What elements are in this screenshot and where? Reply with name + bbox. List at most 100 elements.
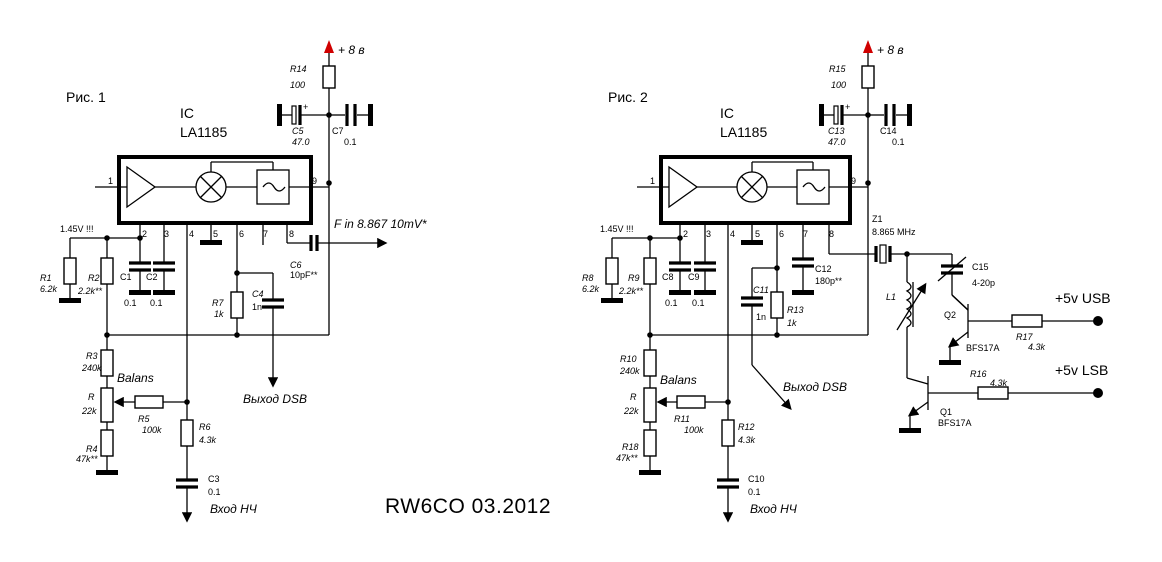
fig2-c11-label: C11 [753, 285, 769, 295]
fig1-lf-in: Вход НЧ [210, 502, 258, 516]
fig1-supply-arrow-icon [324, 40, 334, 53]
fig2-c14-label: C14 [880, 126, 897, 136]
fig1-dsb-out: Выход DSB [243, 392, 307, 406]
fig1-c3-label: C3 [208, 474, 220, 484]
fig1-ic-body [117, 155, 313, 225]
fig1-c1-label: C1 [120, 272, 132, 282]
fig2-title: Рис. 2 [608, 89, 648, 105]
svg-text:9: 9 [851, 176, 856, 186]
fig2-r17-label: R17 [1016, 332, 1034, 342]
fig2-r11-value: 100k [684, 425, 704, 435]
svg-text:3: 3 [164, 229, 169, 239]
svg-text:+: + [303, 102, 308, 112]
fig2-q2-label: Q2 [944, 310, 956, 320]
fig2-supply-label: + 8 в [877, 43, 904, 57]
fig2-dsb-out: Выход DSB [783, 380, 847, 394]
fig1-c2-value: 0.1 [150, 298, 163, 308]
svg-text:9: 9 [312, 176, 317, 186]
fig2-r-label: R [630, 392, 637, 402]
fig2-lsb-label: +5v LSB [1055, 362, 1108, 378]
fig1-c7-value: 0.1 [344, 137, 357, 147]
svg-text:1: 1 [650, 176, 655, 186]
fig1-out-note: F in 8.867 10mV* [334, 217, 427, 231]
fig2-r18-label: R18 [622, 442, 639, 452]
fig2-l1-label: L1 [886, 292, 896, 302]
figure-2: Рис. 2 IC LA1185 + 8 в R15 100 + C13 47.… [582, 40, 1111, 523]
fig2-ic-name: IC [720, 105, 734, 121]
svg-text:4: 4 [189, 229, 194, 239]
fig1-r14-label: R14 [290, 64, 307, 74]
fig1-ic-name: IC [180, 105, 194, 121]
fig2-z1-label: Z1 [872, 214, 883, 224]
fig1-r4-label: R4 [86, 444, 98, 454]
fig1-c3-value: 0.1 [208, 487, 221, 497]
fig2-supply-arrow-icon [863, 40, 873, 53]
svg-text:2: 2 [142, 229, 147, 239]
fig2-c13-label: C13 [828, 126, 845, 136]
fig2-c14-value: 0.1 [892, 137, 905, 147]
fig1-c5-label: C5 [292, 126, 304, 136]
fig2-c11-value: 1n [756, 312, 766, 322]
svg-text:8: 8 [289, 229, 294, 239]
fig2-c12-label: C12 [815, 264, 832, 274]
fig2-r15-value: 100 [831, 80, 846, 90]
svg-text:1: 1 [108, 176, 113, 186]
svg-text:6: 6 [779, 229, 784, 239]
fig2-r15-label: R15 [829, 64, 847, 74]
fig2-c10-label: C10 [748, 474, 765, 484]
fig2-r12-label: R12 [738, 422, 755, 432]
fig1-r4-value: 47k** [76, 454, 98, 464]
fig2-ic-model: LA1185 [720, 124, 767, 140]
fig2-r13-value: 1k [787, 318, 797, 328]
fig1-c4-label: C4 [252, 289, 264, 299]
fig2-c15-value: 4-20p [972, 278, 995, 288]
fig1-c7-label: C7 [332, 126, 344, 136]
svg-text:6: 6 [239, 229, 244, 239]
fig2-c10-value: 0.1 [748, 487, 761, 497]
fig1-c5-value: 47.0 [292, 137, 310, 147]
fig2-c13-value: 47.0 [828, 137, 846, 147]
fig1-r14-value: 100 [290, 80, 305, 90]
fig1-r2-label: R2 [88, 273, 100, 283]
fig1-r1-value: 6.2k [40, 284, 58, 294]
fig2-q2-value: BFS17A [966, 343, 1000, 353]
fig1-c6-value: 10pF** [290, 270, 318, 280]
author-credit: RW6CO 03.2012 [385, 495, 551, 518]
fig2-c9-label: C9 [688, 272, 700, 282]
fig2-c8-label: C8 [662, 272, 674, 282]
fig2-z1-value: 8.865 MHz [872, 227, 916, 237]
fig1-c2-label: C2 [146, 272, 158, 282]
fig1-voltage-label: 1.45V !!! [60, 224, 94, 234]
fig1-c1-value: 0.1 [124, 298, 137, 308]
fig2-lf-in: Вход НЧ [750, 502, 798, 516]
svg-text:2: 2 [683, 229, 688, 239]
fig2-c8-value: 0.1 [665, 298, 678, 308]
fig1-r5-value: 100k [142, 425, 162, 435]
fig1-balance-label: Balans [117, 371, 154, 385]
fig2-r13-label: R13 [787, 305, 804, 315]
fig2-usb-label: +5v USB [1055, 290, 1111, 306]
svg-text:7: 7 [263, 229, 268, 239]
fig2-q1-value: BFS17A [938, 418, 972, 428]
fig2-r10-value: 240k [619, 366, 640, 376]
fig2-r-value: 22k [623, 406, 639, 416]
fig1-r5-label: R5 [138, 414, 150, 424]
fig2-r16-label: R16 [970, 369, 987, 379]
fig1-r7-value: 1k [214, 309, 224, 319]
fig2-ic-body [659, 155, 852, 225]
fig2-voltage-label: 1.45V !!! [600, 224, 634, 234]
fig2-balance-label: Balans [660, 373, 697, 387]
fig1-title: Рис. 1 [66, 89, 106, 105]
svg-text:5: 5 [213, 229, 218, 239]
fig2-r9-value: 2.2k** [618, 286, 644, 296]
fig2-r8-label: R8 [582, 273, 594, 283]
fig2-r8-value: 6.2k [582, 284, 600, 294]
fig1-c6-label: C6 [290, 260, 302, 270]
fig1-r-label: R [88, 392, 95, 402]
fig2-r11-label: R11 [674, 414, 690, 424]
fig1-r14 [322, 65, 336, 89]
svg-text:8: 8 [829, 229, 834, 239]
fig2-r9-label: R9 [628, 273, 640, 283]
fig2-q1-label: Q1 [940, 407, 952, 417]
